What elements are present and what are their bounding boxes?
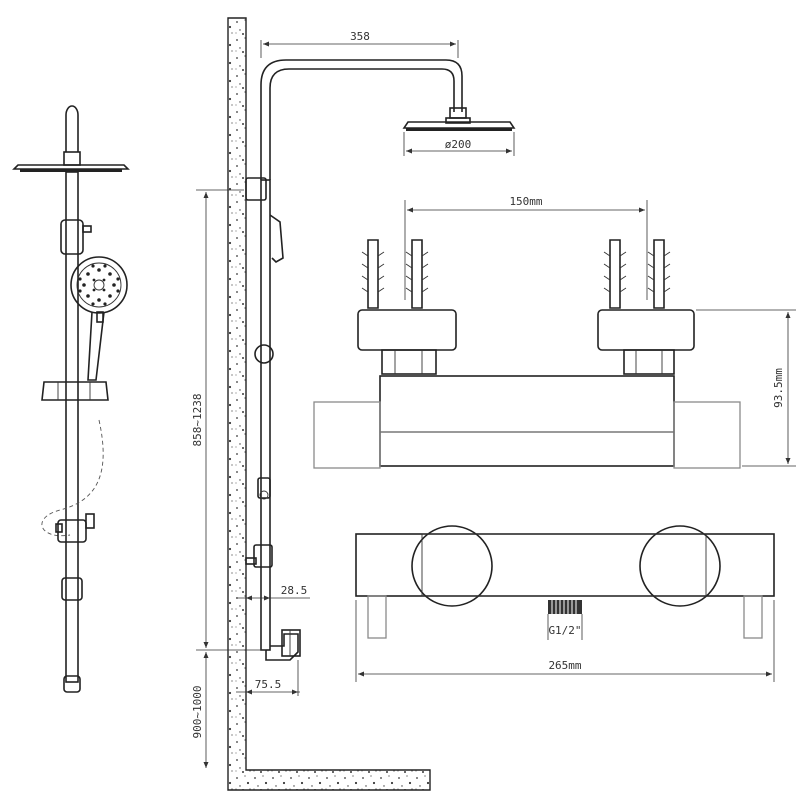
handle-left-front (367, 595, 387, 639)
riser-bottom-cap (63, 675, 81, 693)
thermostatic-valve-body (379, 375, 675, 467)
wall-anchors-right (603, 239, 671, 309)
handle-right-side (673, 401, 741, 469)
hand-shower-nozzles (78, 264, 120, 306)
dimension-valve-width: 265mm (355, 600, 775, 682)
label-valve-width: 265mm (548, 659, 581, 672)
label-valve-depth: 93.5mm (772, 368, 785, 408)
riser-coupling (61, 577, 83, 601)
nut-right (623, 349, 675, 375)
escutcheon-left (357, 309, 457, 351)
dimension-head-diameter: ø200 (403, 132, 515, 156)
dimension-rail-height: 858~1238 (191, 189, 244, 648)
dimension-wall-offset-top: 28.5 (236, 584, 310, 601)
slider-knob (254, 344, 274, 364)
label-wall-offset-bottom: 75.5 (255, 678, 282, 691)
handle-left-side (313, 401, 381, 469)
handle-right-front (743, 595, 763, 639)
hand-shower (70, 256, 128, 381)
side-view: 358 ø200 858~1238 900~1000 28.5 (191, 17, 516, 791)
overhead-shower-nozzles (20, 169, 122, 172)
diverter-lever (82, 225, 92, 233)
dimension-arm-length: 358 (260, 30, 459, 58)
overhead-shower-side (402, 121, 516, 129)
bottom-elbow (265, 633, 299, 661)
overhead-shower-connector (63, 151, 81, 166)
slider-lock (257, 477, 271, 499)
outlet-thread (548, 600, 582, 614)
nut-left (381, 349, 437, 375)
inlet-flange-right (639, 525, 721, 607)
riser-pipe-front (65, 171, 79, 683)
wall-anchors-left (361, 239, 429, 309)
label-wall-offset-top: 28.5 (281, 584, 308, 597)
label-head-diameter: ø200 (445, 138, 472, 151)
hand-shower-handle (87, 311, 105, 381)
slide-bracket (41, 381, 109, 401)
dimension-center-spacing: 150mm (404, 195, 648, 300)
label-inlet-thread: G1/2" (548, 624, 581, 637)
riser-top-cap (65, 105, 79, 152)
front-view (12, 105, 130, 693)
dimension-valve-height: 900~1000 (191, 649, 266, 768)
dimension-wall-offset-bottom: 75.5 (236, 660, 300, 696)
label-valve-height: 900~1000 (191, 686, 204, 739)
wall-bracket-top (245, 177, 267, 201)
lower-valve-front (57, 519, 87, 543)
escutcheon-right (597, 309, 695, 351)
label-center-spacing: 150mm (509, 195, 542, 208)
label-rail-height: 858~1238 (191, 394, 204, 447)
riser-pipe-side (260, 179, 271, 651)
diverter-block (60, 219, 84, 255)
valve-front: G1/2" 265mm (355, 525, 775, 682)
shower-arm-inner (269, 68, 455, 180)
wall-section (227, 17, 431, 791)
valve-elevation: 150mm (313, 195, 796, 469)
hand-shower-side (269, 214, 284, 263)
shower-arm-outer (260, 59, 463, 180)
valve-body-side (253, 544, 273, 568)
overhead-shower-disc (12, 164, 130, 170)
label-arm-length: 358 (350, 30, 370, 43)
inlet-flange-left (411, 525, 493, 607)
dimension-valve-depth: 93.5mm (696, 309, 796, 467)
hose-dashed (41, 419, 104, 537)
